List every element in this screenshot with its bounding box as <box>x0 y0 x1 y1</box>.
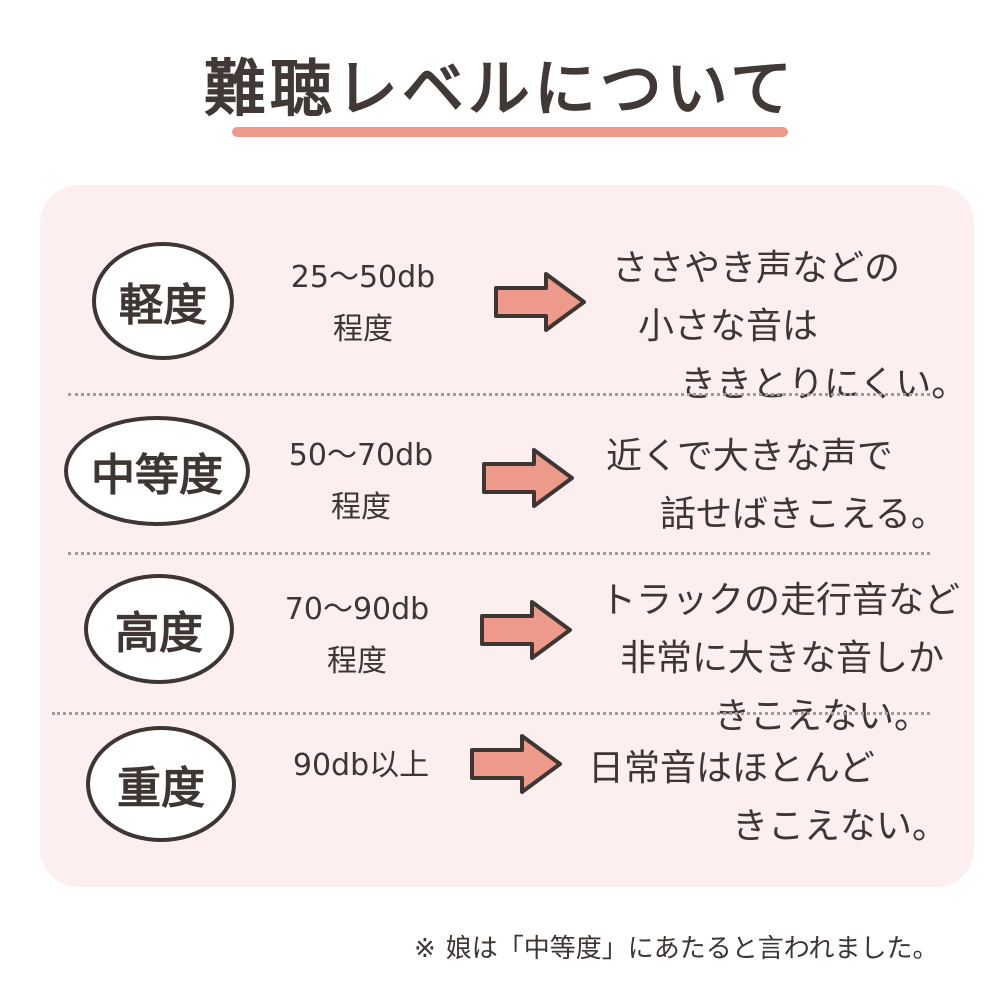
level-severe-db-range: 70〜90db <box>284 592 430 627</box>
level-moderate-description: 近くで大きな声で 話せばきこえる。 <box>606 428 947 544</box>
footnote: ※ 娘は「中等度」にあたると言われました。 <box>414 928 939 965</box>
row-divider <box>52 712 930 715</box>
level-mild-desc-line: ききとりにくい。 <box>680 364 968 405</box>
level-profound-desc-line: きこえない。 <box>732 806 949 847</box>
level-moderate-desc-line: 話せばきこえる。 <box>660 494 947 535</box>
level-severe-desc-line: きこえない。 <box>714 696 931 737</box>
level-moderate-circle: 中等度 <box>64 416 250 526</box>
level-severe-db: 70〜90db 程度 <box>262 584 452 688</box>
level-severe-label: 高度 <box>115 608 203 659</box>
level-severe-description: トラックの走行音など 非常に大きな音しか きこえない。 <box>600 572 960 746</box>
level-mild-description: ささやき声などの 小さな音は ききとりにくい。 <box>612 240 967 414</box>
row-divider <box>68 393 930 396</box>
level-profound-db-range: 90db以上 <box>292 748 430 783</box>
level-severe-desc-line: 非常に大きな音しか <box>620 638 945 679</box>
level-severe-desc-line: トラックの走行音など <box>600 580 961 621</box>
level-profound-description: 日常音はほとんど きこえない。 <box>588 740 948 856</box>
level-moderate-db-suffix: 程度 <box>331 490 391 525</box>
level-profound-db: 90db以上 <box>266 740 456 792</box>
level-profound-label: 重度 <box>117 763 205 814</box>
level-moderate-desc-line: 近くで大きな声で <box>606 436 893 477</box>
footnote-mark: ※ <box>414 934 436 964</box>
title-underline <box>232 127 788 137</box>
level-mild-desc-line: ささやき声などの <box>612 248 901 289</box>
level-mild-label: 軽度 <box>119 280 207 331</box>
level-mild-circle: 軽度 <box>92 242 234 360</box>
level-moderate-label: 中等度 <box>91 450 223 501</box>
page-title: 難聴レベルについて <box>203 52 797 125</box>
level-moderate-db: 50〜70db 程度 <box>266 430 456 534</box>
right-arrow-icon <box>470 734 562 794</box>
row-divider <box>68 552 930 555</box>
level-profound-circle: 重度 <box>86 726 236 842</box>
level-profound-desc-line: 日常音はほとんど <box>588 748 875 789</box>
level-mild-db-range: 25〜50db <box>290 260 436 295</box>
right-arrow-icon <box>480 600 572 660</box>
page-title-block: 難聴レベルについて <box>0 38 1000 128</box>
level-mild-desc-line: 小さな音は <box>638 306 819 347</box>
level-mild-db: 25〜50db 程度 <box>268 252 458 356</box>
level-mild-db-suffix: 程度 <box>333 312 393 347</box>
level-moderate-db-range: 50〜70db <box>288 438 434 473</box>
right-arrow-icon <box>482 448 574 508</box>
right-arrow-icon <box>494 272 586 332</box>
footnote-text: 娘は「中等度」にあたると言われました。 <box>445 934 939 964</box>
level-severe-circle: 高度 <box>84 574 234 684</box>
level-severe-db-suffix: 程度 <box>327 644 387 679</box>
